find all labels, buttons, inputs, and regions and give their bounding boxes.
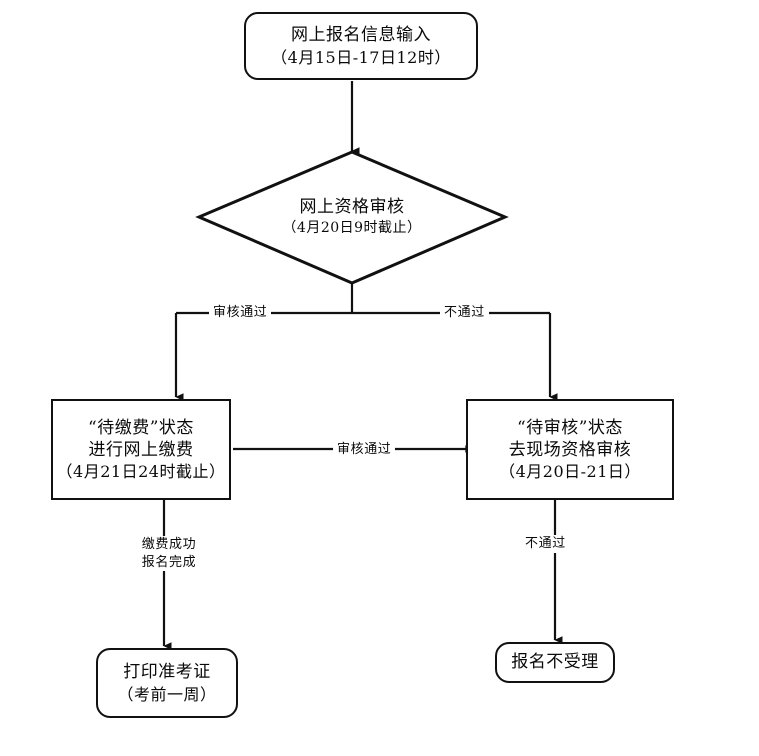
node-pending-payment-line2: 进行网上缴费 (88, 439, 194, 460)
node-pending-review[interactable]: “待审核”状态 去现场资格审核 （4月20日-21日） (466, 399, 674, 500)
edge-label-onsite-review-passed-text: 审核通过 (337, 442, 392, 457)
node-pending-review-line1: “待审核”状态 (517, 417, 623, 438)
node-registration-not-accepted[interactable]: 报名不受理 (495, 642, 615, 683)
node-online-registration[interactable]: 网上报名信息输入 （4月15日-17日12时） (244, 12, 478, 80)
edge-label-review-passed-left: 审核通过 (209, 304, 272, 322)
node-online-review-line1: 网上资格审核 (299, 197, 405, 218)
edge-label-payment-success-line1: 缴费成功 (141, 537, 197, 552)
node-pending-payment[interactable]: “待缴费”状态 进行网上缴费 （4月21日24时截止） (51, 399, 231, 500)
edge-label-review-passed-left-text: 审核通过 (213, 305, 268, 320)
node-pending-review-line2: 去现场资格审核 (508, 439, 632, 460)
node-online-registration-line1: 网上报名信息输入 (291, 25, 431, 46)
node-print-admission-ticket[interactable]: 打印准考证 （考前一周） (96, 648, 238, 718)
edge-label-payment-success: 缴费成功 报名完成 (131, 536, 207, 572)
node-registration-not-accepted-line1: 报名不受理 (511, 652, 599, 673)
node-online-review[interactable]: 网上资格审核 （4月20日9时截止） (252, 185, 452, 249)
edge-label-onsite-review-passed: 审核通过 (333, 441, 396, 459)
node-pending-payment-line1: “待缴费”状态 (88, 417, 194, 438)
edge-label-payment-success-line2: 报名完成 (141, 554, 197, 570)
node-online-review-line2: （4月20日9时截止） (282, 220, 422, 237)
node-pending-payment-line3: （4月21日24时截止） (56, 462, 226, 482)
edge-label-onsite-review-failed: 不通过 (521, 535, 570, 553)
node-print-admission-ticket-line2: （考前一周） (117, 684, 217, 704)
edge-label-review-failed-right-text: 不通过 (444, 305, 485, 320)
node-print-admission-ticket-line1: 打印准考证 (123, 662, 211, 683)
node-online-registration-line2: （4月15日-17日12时） (271, 47, 451, 67)
edge-label-onsite-review-failed-text: 不通过 (525, 536, 566, 551)
node-pending-review-line3: （4月20日-21日） (499, 462, 641, 482)
edge-label-review-failed-right: 不通过 (440, 304, 489, 322)
